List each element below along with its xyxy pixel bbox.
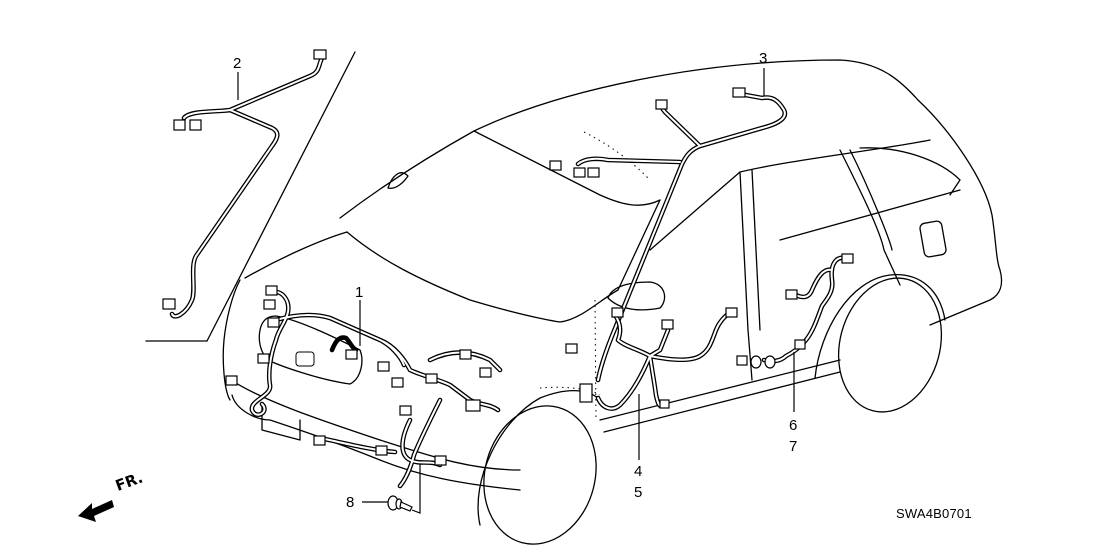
harness-4-5[interactable] [565, 307, 738, 411]
callout-8[interactable]: 8 [346, 494, 355, 511]
callout-4[interactable]: 4 [634, 463, 643, 480]
callout-6[interactable]: 6 [789, 417, 798, 434]
harness-3[interactable] [549, 87, 788, 383]
inset-divider [145, 51, 356, 342]
ground-bolt[interactable] [387, 495, 413, 512]
vehicle-body [222, 59, 1003, 545]
callout-1[interactable]: 1 [355, 284, 364, 301]
harness-1[interactable] [225, 285, 503, 489]
callout-7[interactable]: 7 [789, 438, 798, 455]
harness-6-7[interactable] [736, 253, 854, 369]
callout-2[interactable]: 2 [233, 55, 242, 72]
callout-3[interactable]: 3 [759, 50, 768, 67]
diagram-reference-code: SWA4B0701 [896, 506, 972, 521]
callout-5[interactable]: 5 [634, 484, 643, 501]
front-arrow-icon [78, 500, 114, 522]
harness-2[interactable] [162, 49, 327, 319]
leader-lines [237, 68, 795, 514]
